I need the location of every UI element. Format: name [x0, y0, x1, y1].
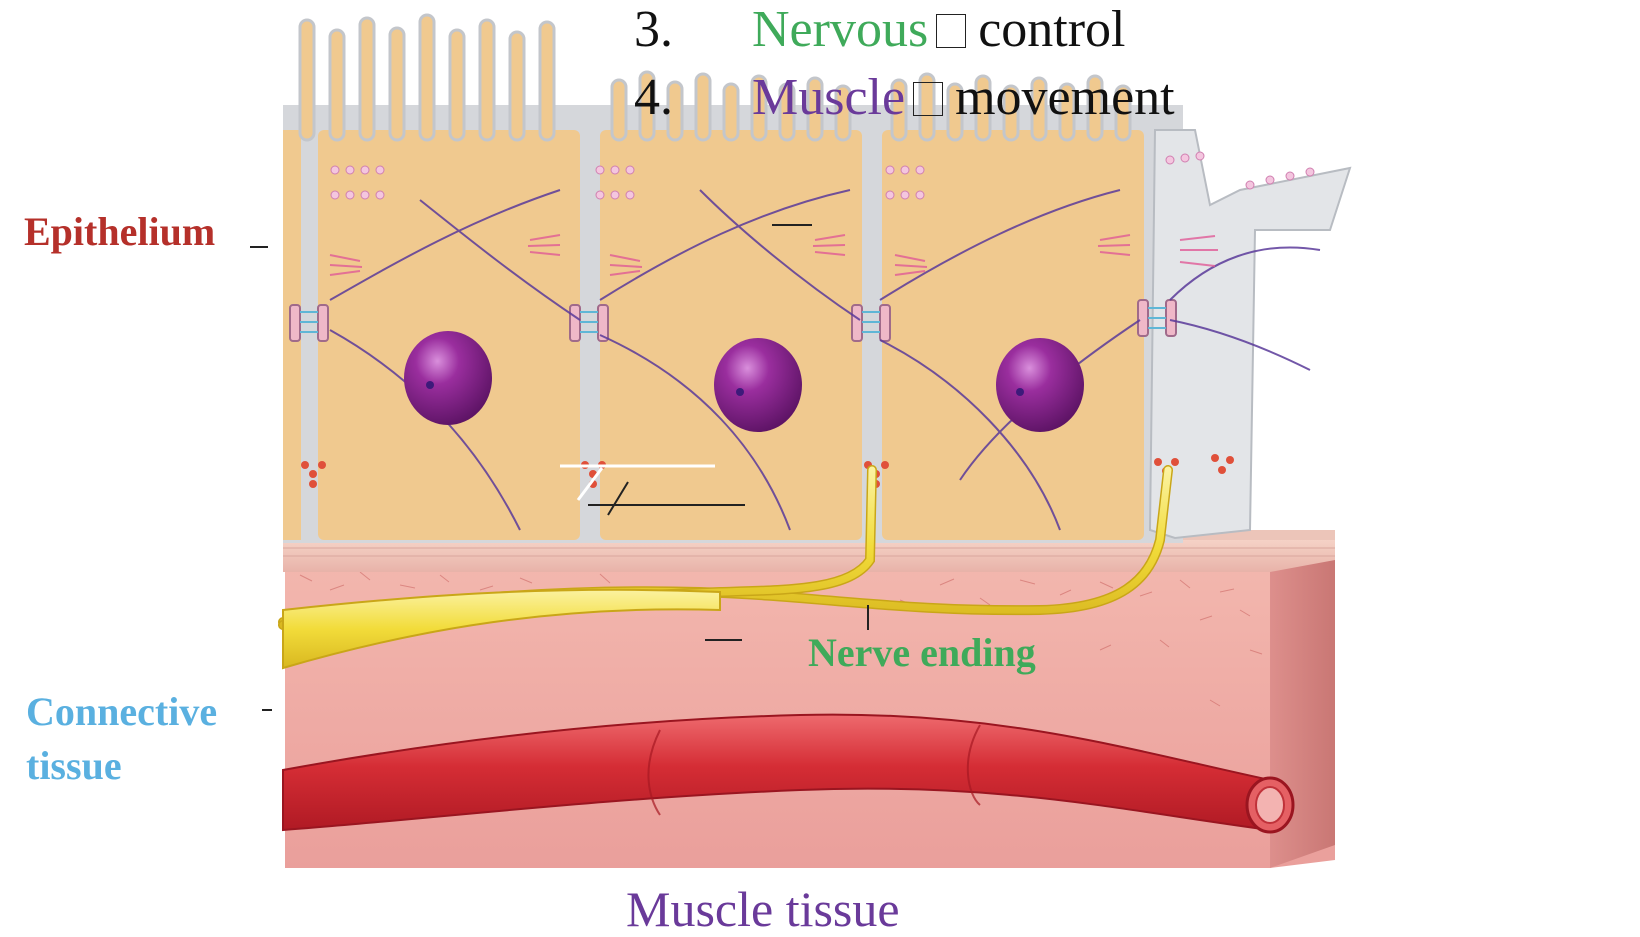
epithelial-cell	[882, 130, 1144, 540]
nerve-ending-label: Nerve ending	[808, 630, 1036, 675]
epithelial-cell	[600, 130, 862, 540]
blood-vessel	[282, 713, 1295, 834]
list-item-3-number: 3.	[634, 1, 673, 58]
list-item-4-tissue: Muscle	[752, 69, 906, 126]
list-item-3: 3. Nervous control	[634, 4, 1125, 56]
list-item-4-number: 4.	[634, 69, 673, 126]
list-item-3-function: control	[978, 1, 1126, 58]
muscle-tissue-label: Muscle tissue	[626, 881, 900, 937]
list-item-4-function: movement	[955, 69, 1175, 126]
epithelium-label: Epithelium	[24, 209, 216, 254]
list-item-3-tissue: Nervous	[752, 1, 929, 58]
connective-tissue-label-line1: Connective	[26, 689, 218, 734]
nucleus	[714, 338, 802, 432]
leader-lines	[250, 224, 869, 711]
list-item-4: 4. Muscle movement	[634, 72, 1175, 124]
nerve-fiber	[278, 465, 1173, 670]
missing-glyph-box	[936, 14, 967, 48]
connective-tissue-label-line2: tissue	[26, 743, 122, 788]
epithelial-cells	[283, 13, 1352, 543]
nucleus	[996, 338, 1084, 432]
white-leader-lines	[560, 464, 715, 501]
missing-glyph-box	[913, 82, 944, 116]
nucleus	[404, 331, 492, 425]
